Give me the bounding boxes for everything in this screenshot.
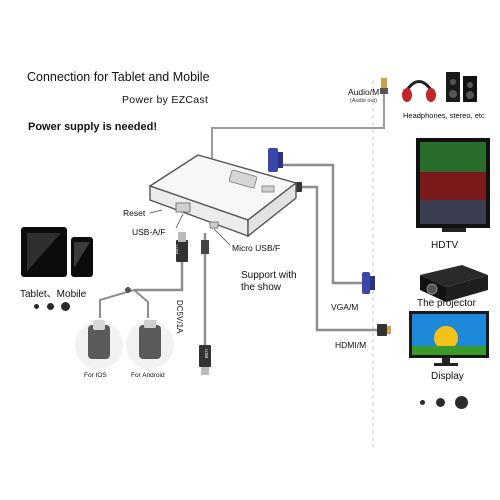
ios-adapter xyxy=(75,320,123,369)
display-label: Display xyxy=(431,371,464,382)
carousel-dot xyxy=(420,400,425,405)
vga-connector-bottom xyxy=(362,272,375,294)
carousel-dot xyxy=(47,303,54,310)
power-warning: Power supply is needed! xyxy=(28,121,157,133)
audio-sub-label: (Audio out) xyxy=(350,98,377,104)
display-image xyxy=(409,311,489,366)
ezcast-adapter xyxy=(148,154,298,238)
carousel-dot xyxy=(61,302,70,311)
reset-label: Reset xyxy=(123,208,146,218)
ios-cable xyxy=(99,289,135,318)
power-plug-label: USB xyxy=(204,349,209,359)
tablet-mobile-label: Tablet、Mobile xyxy=(20,289,87,300)
diagram-title: Connection for Tablet and Mobile xyxy=(27,70,210,84)
android-adapter xyxy=(126,320,174,369)
power-plug xyxy=(199,345,211,367)
phone-image xyxy=(71,237,93,277)
vga-label: VGA/M xyxy=(331,302,359,312)
tablet-image xyxy=(21,227,67,277)
android-cable xyxy=(133,289,149,318)
carousel-dot xyxy=(455,396,468,409)
ios-label: For IOS xyxy=(84,372,107,379)
hdtv-image xyxy=(416,138,490,232)
headphones-image xyxy=(402,80,436,102)
audio-plug xyxy=(381,78,387,90)
hdtv-label: HDTV xyxy=(431,240,459,251)
carousel-dot xyxy=(34,304,39,309)
android-label: For Android xyxy=(131,372,165,379)
usb-af-label: USB-A/F xyxy=(132,227,166,237)
support-show-text: Support with the show xyxy=(241,270,297,293)
projector-label: The projector xyxy=(417,298,476,309)
audio-cable xyxy=(211,88,385,158)
projector-image xyxy=(420,265,488,302)
powered-by-label: Power by EZCast xyxy=(122,94,209,106)
vga-connector-top xyxy=(268,148,283,172)
headphones-label: Headphones, stereo, etc xyxy=(403,111,485,120)
hdmi-cable xyxy=(302,185,377,332)
micro-usb-label: Micro USB/F xyxy=(232,243,281,253)
hdmi-connector-bottom xyxy=(377,324,391,336)
speakers-image xyxy=(446,72,477,102)
usb-plug xyxy=(176,240,188,262)
hdmi-label: HDMI/M xyxy=(335,340,367,350)
power-cable-label: DC5V/1A xyxy=(175,300,184,334)
vga-cable xyxy=(272,163,362,285)
audio-label: Audio/M xyxy=(348,87,380,97)
usb-plug-label: USB xyxy=(174,245,179,255)
carousel-dot xyxy=(436,398,445,407)
